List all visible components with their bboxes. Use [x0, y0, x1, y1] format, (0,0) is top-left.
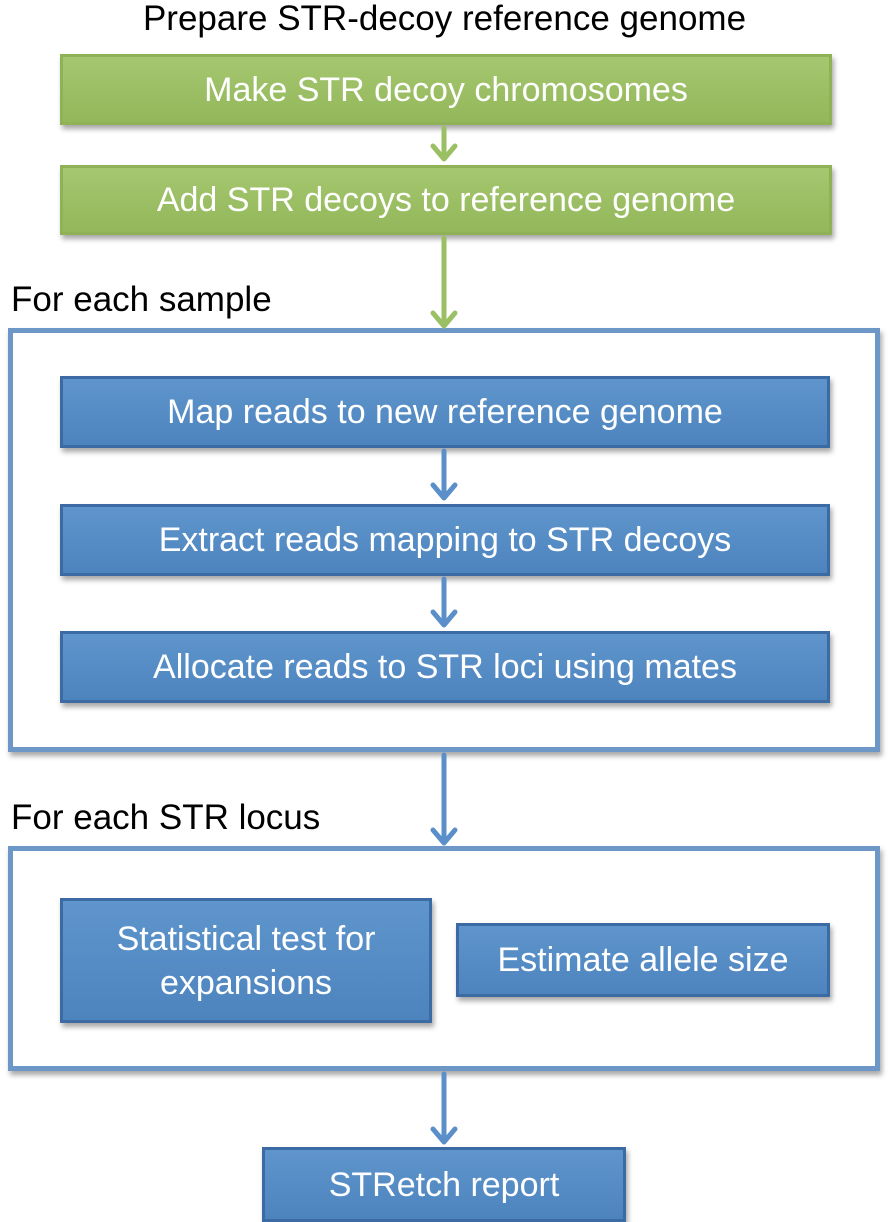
- arrow-locus-to-report: [430, 1071, 458, 1145]
- for-each-str-locus-label: For each STR locus: [11, 798, 321, 837]
- add-str-decoys-step: Add STR decoys to reference genome: [60, 165, 832, 235]
- arrow-prepare-to-sample: [430, 235, 458, 329]
- make-str-decoy-chromosomes-step: Make STR decoy chromosomes: [60, 54, 832, 125]
- diagram-title: Prepare STR-decoy reference genome: [142, 0, 747, 38]
- allocate-reads-step: Allocate reads to STR loci using mates: [60, 631, 830, 703]
- statistical-test-step: Statistical test for expansions: [60, 898, 432, 1023]
- arrow-make-to-add: [430, 125, 458, 162]
- stretch-report-output: STRetch report: [262, 1147, 626, 1222]
- arrow-extract-to-allocate: [430, 576, 458, 628]
- map-reads-step: Map reads to new reference genome: [60, 376, 830, 448]
- estimate-allele-size-step: Estimate allele size: [456, 923, 830, 997]
- arrow-map-to-extract: [430, 448, 458, 501]
- for-each-sample-label: For each sample: [11, 280, 272, 319]
- extract-reads-step: Extract reads mapping to STR decoys: [60, 504, 830, 576]
- arrow-sample-to-locus: [430, 752, 458, 846]
